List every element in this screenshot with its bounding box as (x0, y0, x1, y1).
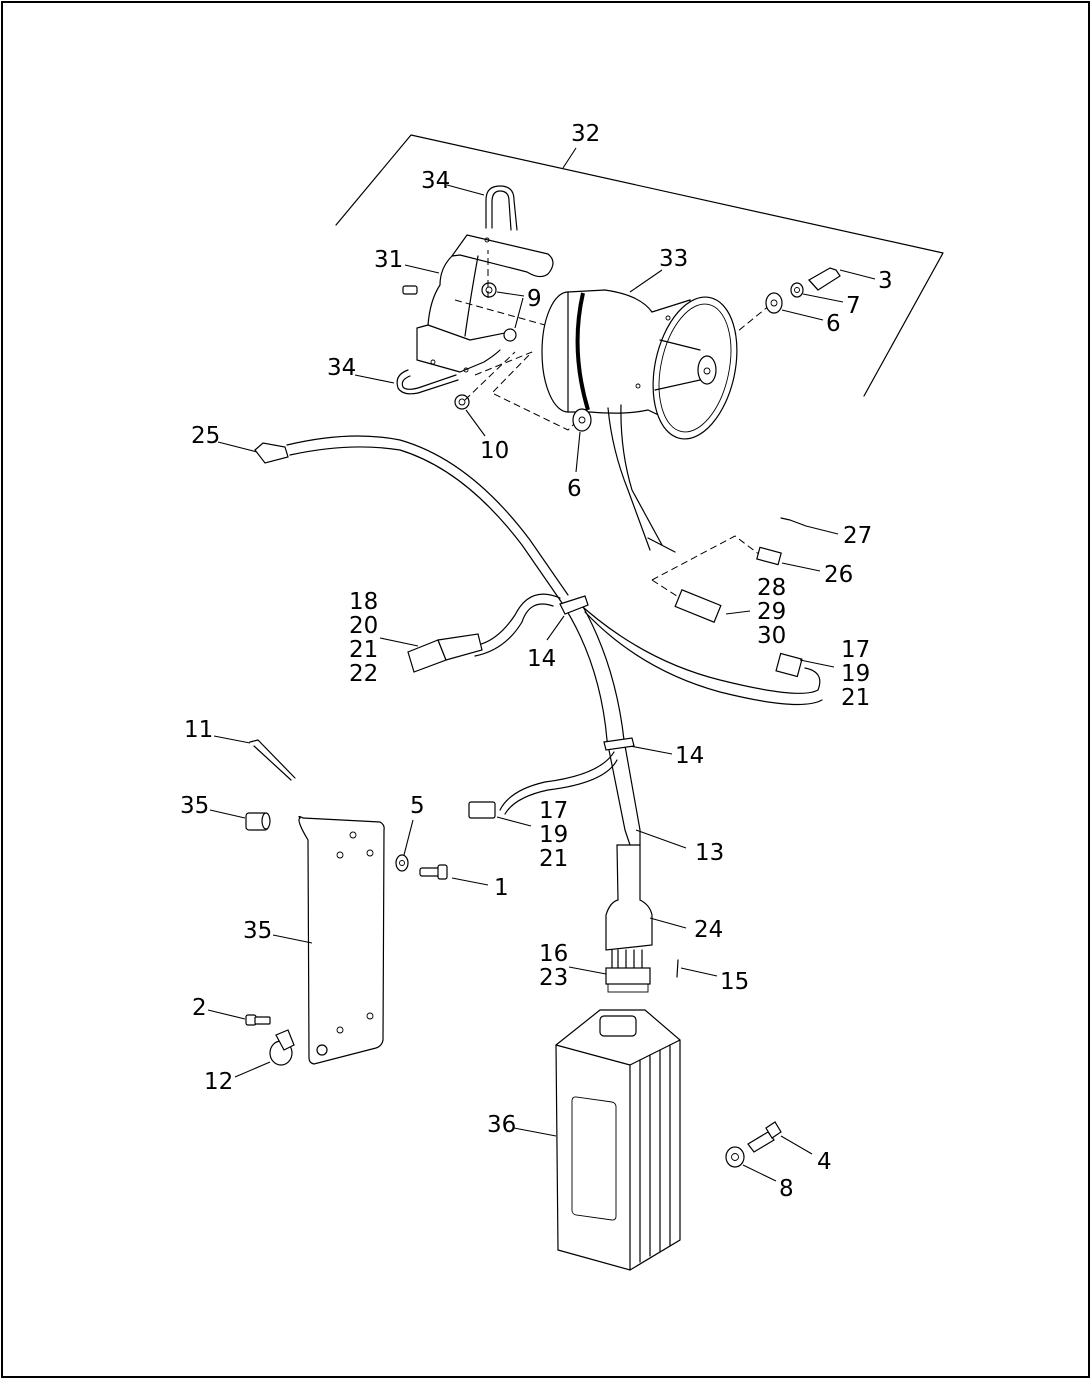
bracket-side-bolt (402, 285, 418, 295)
callout-2: 2 (192, 995, 207, 1021)
callout-12: 12 (204, 1069, 234, 1095)
callout-33: 33 (659, 246, 689, 272)
callout-25: 25 (191, 423, 221, 449)
siren-control-module (513, 1009, 681, 1271)
module-bolt (747, 1121, 813, 1155)
retaining-pin (676, 959, 718, 978)
u-bolt-lower (354, 369, 459, 395)
callout-11: 11 (184, 717, 214, 743)
mounting-plate (272, 815, 385, 1065)
connector-right (775, 652, 835, 678)
callout-17-19-21-left: 17 19 21 (539, 798, 569, 872)
callout-7: 7 (846, 293, 861, 319)
callout-6-lower: 6 (567, 476, 582, 502)
callout-15: 15 (720, 969, 750, 995)
harness-boot (605, 844, 687, 951)
module-connector (568, 949, 651, 993)
callout-35-plate: 35 (243, 918, 273, 944)
callout-32: 32 (571, 121, 601, 147)
screw (419, 864, 489, 886)
callout-17-19-21-right: 17 19 21 (841, 637, 871, 711)
assembly-bracket-32 (335, 134, 944, 397)
module-washer (725, 1146, 777, 1182)
terminal-pin (780, 517, 839, 535)
callout-14-upper: 14 (527, 646, 557, 672)
assembly-lines (454, 250, 771, 599)
u-bolt-upper (446, 184, 518, 231)
cable-clamp-upper (559, 595, 589, 615)
callout-10: 10 (480, 438, 510, 464)
callout-14-lower: 14 (675, 743, 705, 769)
callout-26: 26 (824, 562, 854, 588)
callout-24: 24 (694, 917, 724, 943)
cable-tie (213, 735, 296, 781)
connector-left (468, 801, 532, 827)
flat-washer-lower (572, 408, 592, 473)
callout-3: 3 (878, 268, 893, 294)
bolt-hardware-right (765, 267, 876, 321)
callout-5: 5 (410, 793, 425, 819)
callout-6-right: 6 (826, 311, 841, 337)
harness-cables (286, 435, 823, 849)
harness-end-connector (217, 441, 289, 464)
siren-connector (674, 589, 751, 623)
callout-34-upper: 34 (421, 168, 451, 194)
callout-9: 9 (527, 286, 542, 312)
callout-36: 36 (487, 1112, 517, 1138)
callout-28-29-30: 28 29 30 (757, 575, 787, 649)
spacer (209, 809, 271, 831)
small-connector (756, 546, 821, 572)
callout-27: 27 (843, 523, 873, 549)
siren-wires (607, 404, 676, 553)
siren-mounting-bracket (404, 234, 554, 373)
cable-clamp-lower (603, 737, 635, 751)
callout-35-spacer: 35 (180, 793, 210, 819)
callout-31: 31 (374, 247, 404, 273)
callout-4: 4 (817, 1149, 832, 1175)
clamp-screw (207, 1009, 271, 1026)
multi-pin-connector (379, 633, 483, 673)
callout-8: 8 (779, 1176, 794, 1202)
callout-1: 1 (494, 875, 509, 901)
nut-lower (454, 394, 486, 437)
callout-18-20-21-22: 18 20 21 22 (349, 589, 379, 687)
washer (395, 819, 414, 872)
nut-upper (481, 282, 525, 342)
p-clamp (234, 1029, 295, 1078)
siren-speaker (541, 269, 738, 440)
callout-13: 13 (695, 840, 725, 866)
callout-16-23: 16 23 (539, 941, 569, 991)
callout-34-lower: 34 (327, 355, 357, 381)
